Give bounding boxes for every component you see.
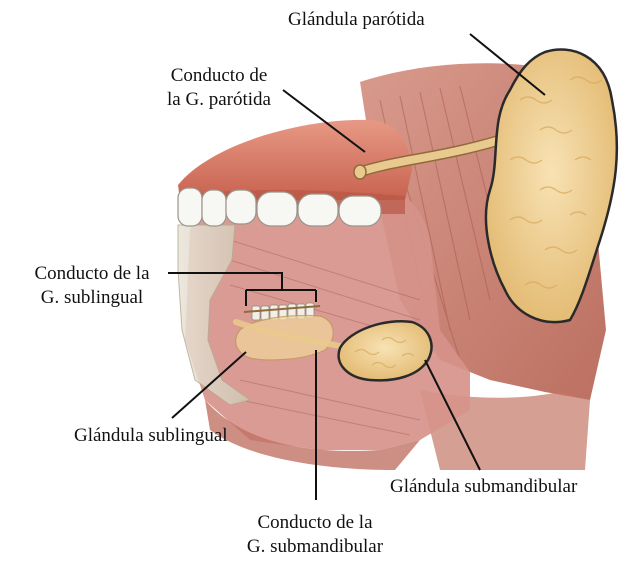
label-submandibular-duct: Conducto de la G. submandibular: [220, 511, 410, 559]
label-sublingual-duct: Conducto de la G. sublingual: [2, 262, 182, 310]
label-submandibular-duct-line2: G. submandibular: [220, 535, 410, 559]
label-sublingual-duct-line1: Conducto de la: [2, 262, 182, 286]
label-parotid-duct: Conducto de la G. parótida: [134, 64, 304, 112]
label-submandibular-gland: Glándula submandibular: [390, 475, 577, 499]
label-sublingual-duct-line2: G. sublingual: [2, 286, 182, 310]
label-parotid-duct-line1: Conducto de: [134, 64, 304, 88]
label-sublingual-gland: Glándula sublingual: [74, 424, 228, 448]
label-submandibular-duct-line1: Conducto de la: [220, 511, 410, 535]
label-parotid-gland: Glándula parótida: [288, 8, 425, 32]
label-parotid-duct-line2: la G. parótida: [134, 88, 304, 112]
